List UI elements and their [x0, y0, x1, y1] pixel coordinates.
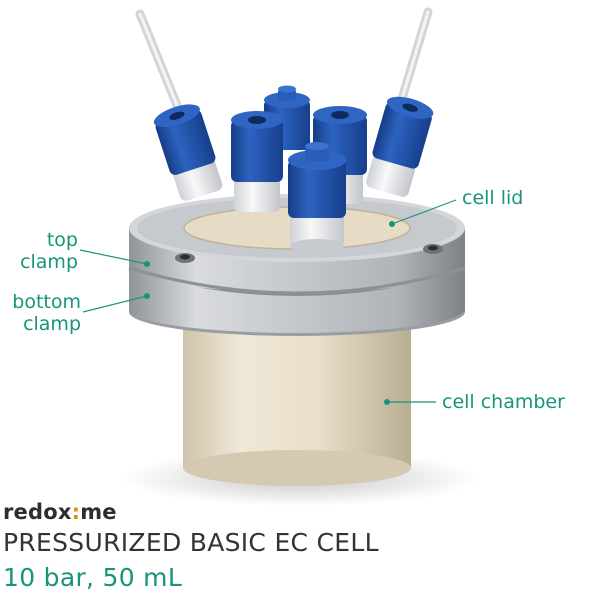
brand-logo: redox:me: [3, 500, 117, 524]
top-clamp-leader: [79, 249, 148, 265]
product-spec: 10 bar, 50 mL: [3, 563, 183, 592]
left-tube-highlight: [138, 12, 185, 122]
cell-lid-dot: [389, 221, 395, 227]
brand-part2: me: [80, 500, 117, 524]
fitting-front: [288, 142, 346, 253]
cell-chamber: [183, 304, 411, 486]
fitting-right: [366, 96, 434, 197]
fitting-mid-left: [231, 111, 283, 212]
bottom-clamp-label-line1: bottom: [12, 291, 81, 313]
cell-lid-label: cell lid: [462, 187, 523, 209]
fitting-left: [153, 104, 223, 201]
bottom-clamp-label-line2: clamp: [23, 313, 81, 335]
right-tube-highlight: [396, 10, 430, 114]
brand-part1: redox: [3, 500, 72, 524]
cell-chamber-label: cell chamber: [442, 391, 565, 413]
top-clamp-label-line1: top: [47, 229, 78, 251]
product-title: PRESSURIZED BASIC EC CELL: [3, 528, 379, 557]
top-clamp-label-line2: clamp: [20, 251, 78, 273]
cell-chamber-dot: [384, 399, 390, 405]
bottom-clamp-dot: [144, 293, 150, 299]
brand-dot: :: [71, 500, 81, 524]
bottom-clamp-leader: [82, 295, 148, 313]
cell-lid-leader: [391, 199, 457, 225]
top-clamp-dot: [144, 261, 150, 267]
